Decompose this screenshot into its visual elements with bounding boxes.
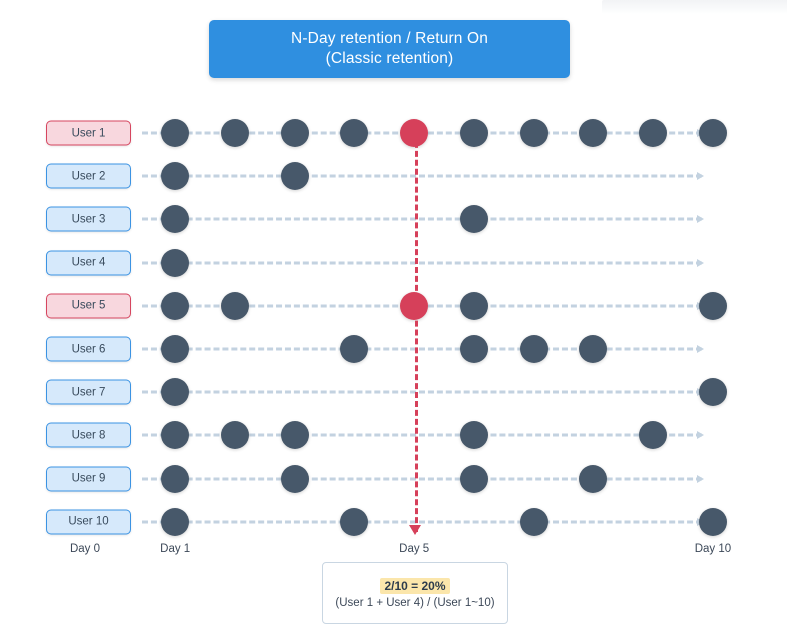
activity-dot-day7[interactable]: [519, 507, 548, 536]
activity-dot-day1[interactable]: [161, 291, 190, 320]
activity-dot-day4[interactable]: [340, 335, 369, 363]
retention-dot-day5[interactable]: [400, 291, 429, 320]
user-label-8[interactable]: User 8: [46, 422, 131, 448]
activity-dot-day10[interactable]: [698, 378, 727, 407]
user-label-6[interactable]: User 6: [46, 336, 131, 362]
activity-dot-day6[interactable]: [459, 119, 488, 147]
activity-dot-day1[interactable]: [161, 464, 190, 493]
activity-dot-day9[interactable]: [639, 421, 668, 450]
timeline-track: [142, 477, 702, 481]
timeline-track: [142, 174, 702, 178]
activity-dot-day3[interactable]: [280, 464, 309, 493]
activity-dot-day2[interactable]: [220, 421, 249, 450]
user-row: User 8: [0, 418, 787, 452]
activity-dot-day10[interactable]: [698, 291, 727, 320]
top-edge-band: [602, 0, 787, 14]
timeline-track: [142, 520, 702, 524]
user-label-4[interactable]: User 4: [46, 250, 131, 276]
activity-dot-day8[interactable]: [579, 464, 608, 493]
activity-dot-day1[interactable]: [161, 335, 190, 363]
user-label-5[interactable]: User 5: [46, 293, 131, 319]
retention-calculation-box: 2/10 = 20% (User 1 + User 4) / (User 1~1…: [322, 562, 508, 624]
timeline-track: [142, 347, 702, 351]
user-row: User 9: [0, 462, 787, 496]
timeline-track: [142, 390, 702, 394]
diagram-title-card: N-Day retention / Return On (Classic ret…: [209, 20, 570, 78]
timeline-arrow-icon: [697, 215, 704, 224]
user-label-10[interactable]: User 10: [46, 509, 131, 535]
axis-label-day-0: Day 0: [69, 543, 101, 555]
retention-formula-detail: (User 1 + User 4) / (User 1~10): [335, 596, 495, 609]
timeline-track: [142, 217, 702, 221]
activity-dot-day8[interactable]: [579, 119, 608, 147]
day5-marker-line: [415, 133, 418, 532]
retention-dot-day5[interactable]: [400, 119, 429, 147]
activity-dot-day1[interactable]: [161, 205, 190, 234]
user-label-9[interactable]: User 9: [46, 466, 131, 492]
user-row: User 3: [0, 202, 787, 236]
activity-dot-day1[interactable]: [161, 119, 190, 147]
user-label-2[interactable]: User 2: [46, 163, 131, 189]
activity-dot-day7[interactable]: [519, 335, 548, 363]
diagram-title-line1: N-Day retention / Return On: [290, 29, 489, 47]
activity-dot-day9[interactable]: [639, 119, 668, 147]
timeline-arrow-icon: [697, 258, 704, 267]
activity-dot-day2[interactable]: [220, 291, 249, 320]
activity-dot-day2[interactable]: [220, 119, 249, 147]
timeline-track: [142, 261, 702, 265]
timeline-track: [142, 433, 702, 437]
user-row: User 6: [0, 332, 787, 366]
activity-dot-day6[interactable]: [459, 464, 488, 493]
activity-dot-day4[interactable]: [340, 507, 369, 536]
user-row: User 2: [0, 159, 787, 193]
user-label-3[interactable]: User 3: [46, 206, 131, 232]
user-row: User 1: [0, 116, 787, 150]
user-row: User 7: [0, 375, 787, 409]
timeline-arrow-icon: [697, 172, 704, 181]
activity-dot-day1[interactable]: [161, 162, 190, 191]
activity-dot-day1[interactable]: [161, 248, 190, 277]
activity-dot-day6[interactable]: [459, 335, 488, 363]
activity-dot-day1[interactable]: [161, 421, 190, 450]
timeline-arrow-icon: [697, 431, 704, 440]
axis-label-day-1: Day 1: [160, 543, 191, 555]
activity-dot-day6[interactable]: [459, 291, 488, 320]
activity-dot-day4[interactable]: [340, 119, 369, 147]
activity-dot-day6[interactable]: [459, 421, 488, 450]
timeline-arrow-icon: [697, 345, 704, 353]
retention-formula: 2/10 = 20%: [380, 577, 450, 594]
user-row: User 4: [0, 246, 787, 280]
activity-dot-day3[interactable]: [280, 162, 309, 191]
activity-dot-day3[interactable]: [280, 421, 309, 450]
activity-dot-day1[interactable]: [161, 378, 190, 407]
timeline-arrow-icon: [697, 474, 704, 483]
activity-dot-day6[interactable]: [459, 205, 488, 234]
user-row: User 10: [0, 505, 787, 539]
diagram-title-line2: (Classic retention): [325, 50, 454, 67]
user-label-7[interactable]: User 7: [46, 379, 131, 405]
activity-dot-day10[interactable]: [698, 119, 727, 147]
user-label-1[interactable]: User 1: [46, 120, 131, 146]
axis-label-day-10: Day 10: [694, 543, 732, 555]
activity-dot-day3[interactable]: [280, 119, 309, 147]
user-row: User 5: [0, 289, 787, 323]
axis-label-day-5: Day 5: [399, 543, 430, 555]
day5-marker-arrow-icon: [409, 525, 421, 535]
activity-dot-day1[interactable]: [161, 507, 190, 536]
activity-dot-day7[interactable]: [519, 119, 548, 147]
activity-dot-day10[interactable]: [698, 507, 727, 536]
activity-dot-day8[interactable]: [579, 335, 608, 363]
